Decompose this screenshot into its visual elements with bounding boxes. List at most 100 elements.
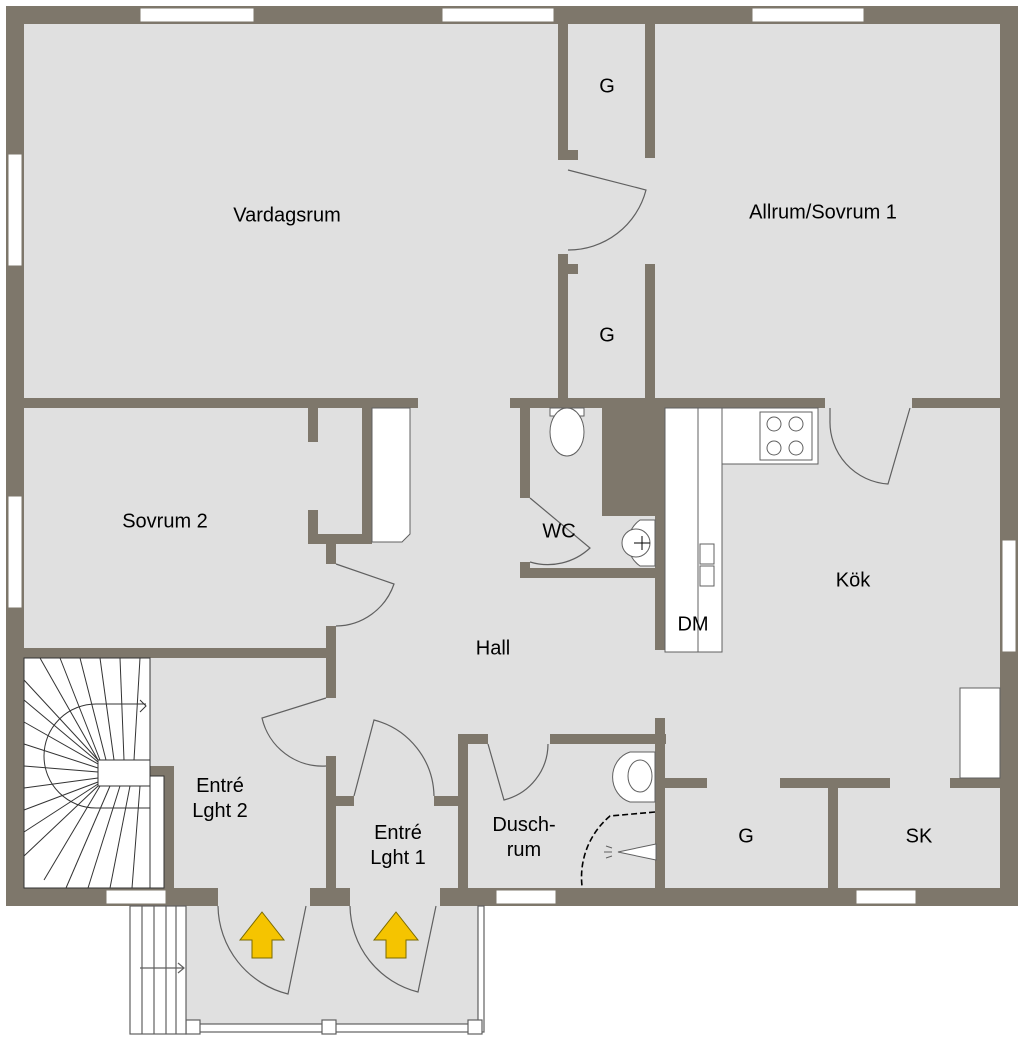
wall (308, 408, 318, 442)
window (855, 889, 917, 905)
built-in-cabinet (371, 407, 411, 543)
stair-landing (97, 759, 151, 787)
step-arrow (140, 962, 185, 974)
door-swing (349, 905, 437, 993)
stove-burner (766, 440, 782, 456)
chimney (602, 408, 655, 516)
wall (520, 408, 530, 498)
wall (434, 796, 468, 806)
wall (326, 648, 336, 698)
floor-main (24, 24, 1000, 888)
wall (550, 734, 666, 744)
stair-line (109, 785, 131, 889)
entry-arrow-icon (372, 911, 420, 959)
stair-line (23, 743, 99, 769)
floors (24, 24, 1000, 1024)
wall (655, 408, 665, 650)
sink-bowl (627, 759, 653, 793)
stair-line (99, 657, 115, 761)
wall (150, 766, 174, 776)
room-label-sovrum2: Sovrum 2 (122, 510, 208, 533)
wall (645, 24, 655, 158)
porch-rail (477, 905, 485, 1033)
fridge (959, 687, 1001, 779)
stair-line (65, 785, 111, 889)
stove-burner (788, 416, 804, 432)
door-swing (217, 905, 307, 995)
wall-right (1000, 6, 1018, 906)
door-openings (218, 888, 440, 906)
room-label-duschrum: Dusch- rum (492, 813, 555, 863)
stair-line (119, 657, 125, 761)
wall (655, 398, 825, 408)
room-label-line: Entré (374, 822, 422, 844)
wall (458, 734, 468, 888)
door-swing (529, 497, 591, 566)
room-label-vardagsrum: Vardagsrum (233, 204, 341, 227)
door-swing (487, 743, 549, 801)
wall (326, 626, 336, 658)
room-label-line: Lght 2 (192, 800, 248, 822)
wall (24, 648, 336, 658)
stair-line (133, 657, 141, 761)
wall (326, 534, 336, 564)
shower-fixtures (580, 751, 657, 887)
wall (645, 264, 655, 406)
stair-icon (23, 657, 165, 889)
wall (558, 150, 578, 160)
door-swing (353, 719, 435, 797)
wall (828, 778, 838, 888)
wall (665, 778, 707, 788)
sink-icon (699, 543, 715, 565)
stove-icon (759, 411, 813, 461)
wall (520, 568, 656, 578)
wall (308, 534, 368, 544)
wall (362, 408, 372, 544)
room-label-entre2: Entré Lght 2 (192, 774, 248, 824)
shower-icon (617, 843, 657, 861)
wc-fixtures (549, 407, 656, 567)
room-label-line: rum (506, 839, 542, 861)
room-label-wc: WC (542, 520, 576, 543)
stair-line (23, 679, 99, 761)
room-label-kok: Kök (835, 569, 871, 592)
wall (24, 398, 418, 408)
stove-burner (766, 416, 782, 432)
room-label-entre1: Entré Lght 1 (370, 821, 426, 871)
shower-spray (604, 845, 613, 859)
room-label-allrum: Allrum/Sovrum 1 (749, 201, 897, 224)
room-label-sk: SK (905, 825, 933, 848)
wall (310, 888, 350, 906)
wall (164, 766, 174, 888)
window (1001, 539, 1017, 653)
wall (326, 756, 336, 888)
stair-rail (149, 775, 165, 889)
room-label-line: Entré (196, 775, 244, 797)
room-label-garderob-bottom: G (738, 825, 754, 848)
door-swing (335, 563, 395, 627)
windows (7, 7, 1017, 905)
door-opening (218, 888, 310, 906)
room-label-line: Lght 1 (370, 847, 426, 869)
stair-line (87, 785, 121, 889)
entry-arrow-icon (238, 911, 286, 959)
window (139, 7, 255, 23)
wall (558, 24, 568, 160)
stove-burner (788, 440, 804, 456)
wall (912, 398, 1000, 408)
wall (655, 718, 665, 888)
stair-line (23, 699, 99, 763)
window (751, 7, 865, 23)
door-swings (217, 169, 911, 995)
porch-post (321, 1019, 337, 1035)
entry-arrows (238, 911, 420, 959)
sink-icon (699, 565, 715, 587)
window (495, 889, 557, 905)
porch-steps (129, 905, 187, 1035)
porch-post (185, 1019, 201, 1035)
door-swing (261, 697, 327, 767)
toilet-icon (549, 407, 585, 457)
room-label-garderob-mid: G (599, 324, 615, 347)
window (105, 889, 167, 905)
